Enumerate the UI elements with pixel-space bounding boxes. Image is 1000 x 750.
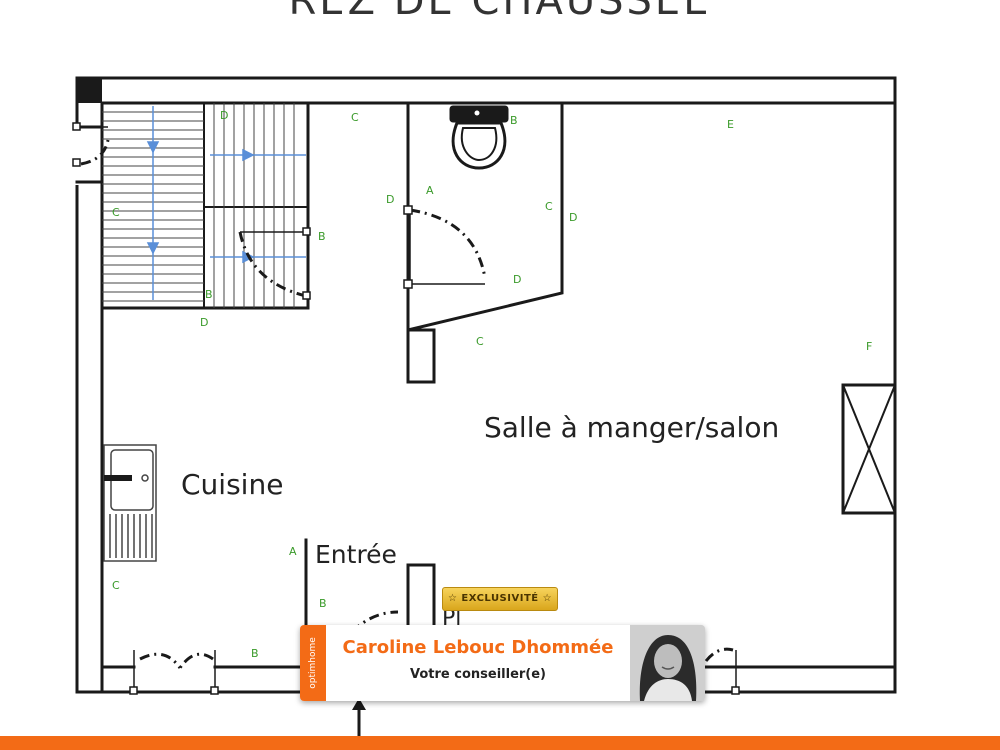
agent-role: Votre conseiller(e) — [410, 667, 546, 682]
door-leaves — [81, 126, 737, 692]
wall-mark: C — [351, 111, 359, 124]
wall-mark: F — [866, 340, 873, 353]
page-title: REZ DE CHAUSSÉE — [288, 0, 712, 24]
sink-icon — [103, 444, 157, 562]
wall-mark: B — [205, 288, 213, 301]
fireplace-icon — [841, 383, 897, 515]
accent-bar — [0, 736, 1000, 750]
brand-label: optimhome — [308, 637, 318, 689]
wall-mark: D — [200, 316, 209, 329]
agent-card[interactable]: optimhome Caroline Lebouc Dhommée Votre … — [300, 625, 705, 701]
wall-mark: C — [112, 206, 120, 219]
toilet-icon — [449, 105, 509, 170]
arrow-up-icon — [352, 698, 366, 736]
room-label-entree: Entrée — [315, 540, 397, 569]
person-photo-icon — [630, 625, 705, 701]
wall-mark: A — [289, 545, 297, 558]
wall-mark: C — [545, 200, 553, 213]
wc-pillar — [406, 328, 436, 384]
arrow-down-icon — [146, 106, 306, 300]
wall-mark: B — [510, 114, 518, 127]
wall-mark: E — [727, 118, 734, 131]
wall-mark: D — [569, 211, 578, 224]
wall-mark: C — [476, 335, 484, 348]
room-label-partial: Pl — [442, 606, 462, 631]
wall-mark: B — [251, 647, 259, 660]
wall-mark: A — [426, 184, 434, 197]
brand-strip: optimhome — [300, 625, 326, 701]
wc-wall — [406, 101, 564, 332]
hinge-points — [72, 122, 740, 695]
wall-mark: B — [319, 597, 327, 610]
wall-mark: D — [513, 273, 522, 286]
exclusivity-badge: ☆ EXCLUSIVITÉ ☆ — [442, 587, 558, 611]
wall-mark: B — [318, 230, 326, 243]
wall-mark: D — [220, 109, 229, 122]
wall-mark: C — [112, 579, 120, 592]
room-label-cuisine: Cuisine — [181, 468, 284, 501]
wall-mark: D — [386, 193, 395, 206]
room-label-salon: Salle à manger/salon — [484, 411, 780, 444]
agent-name: Caroline Lebouc Dhommée — [342, 637, 614, 658]
